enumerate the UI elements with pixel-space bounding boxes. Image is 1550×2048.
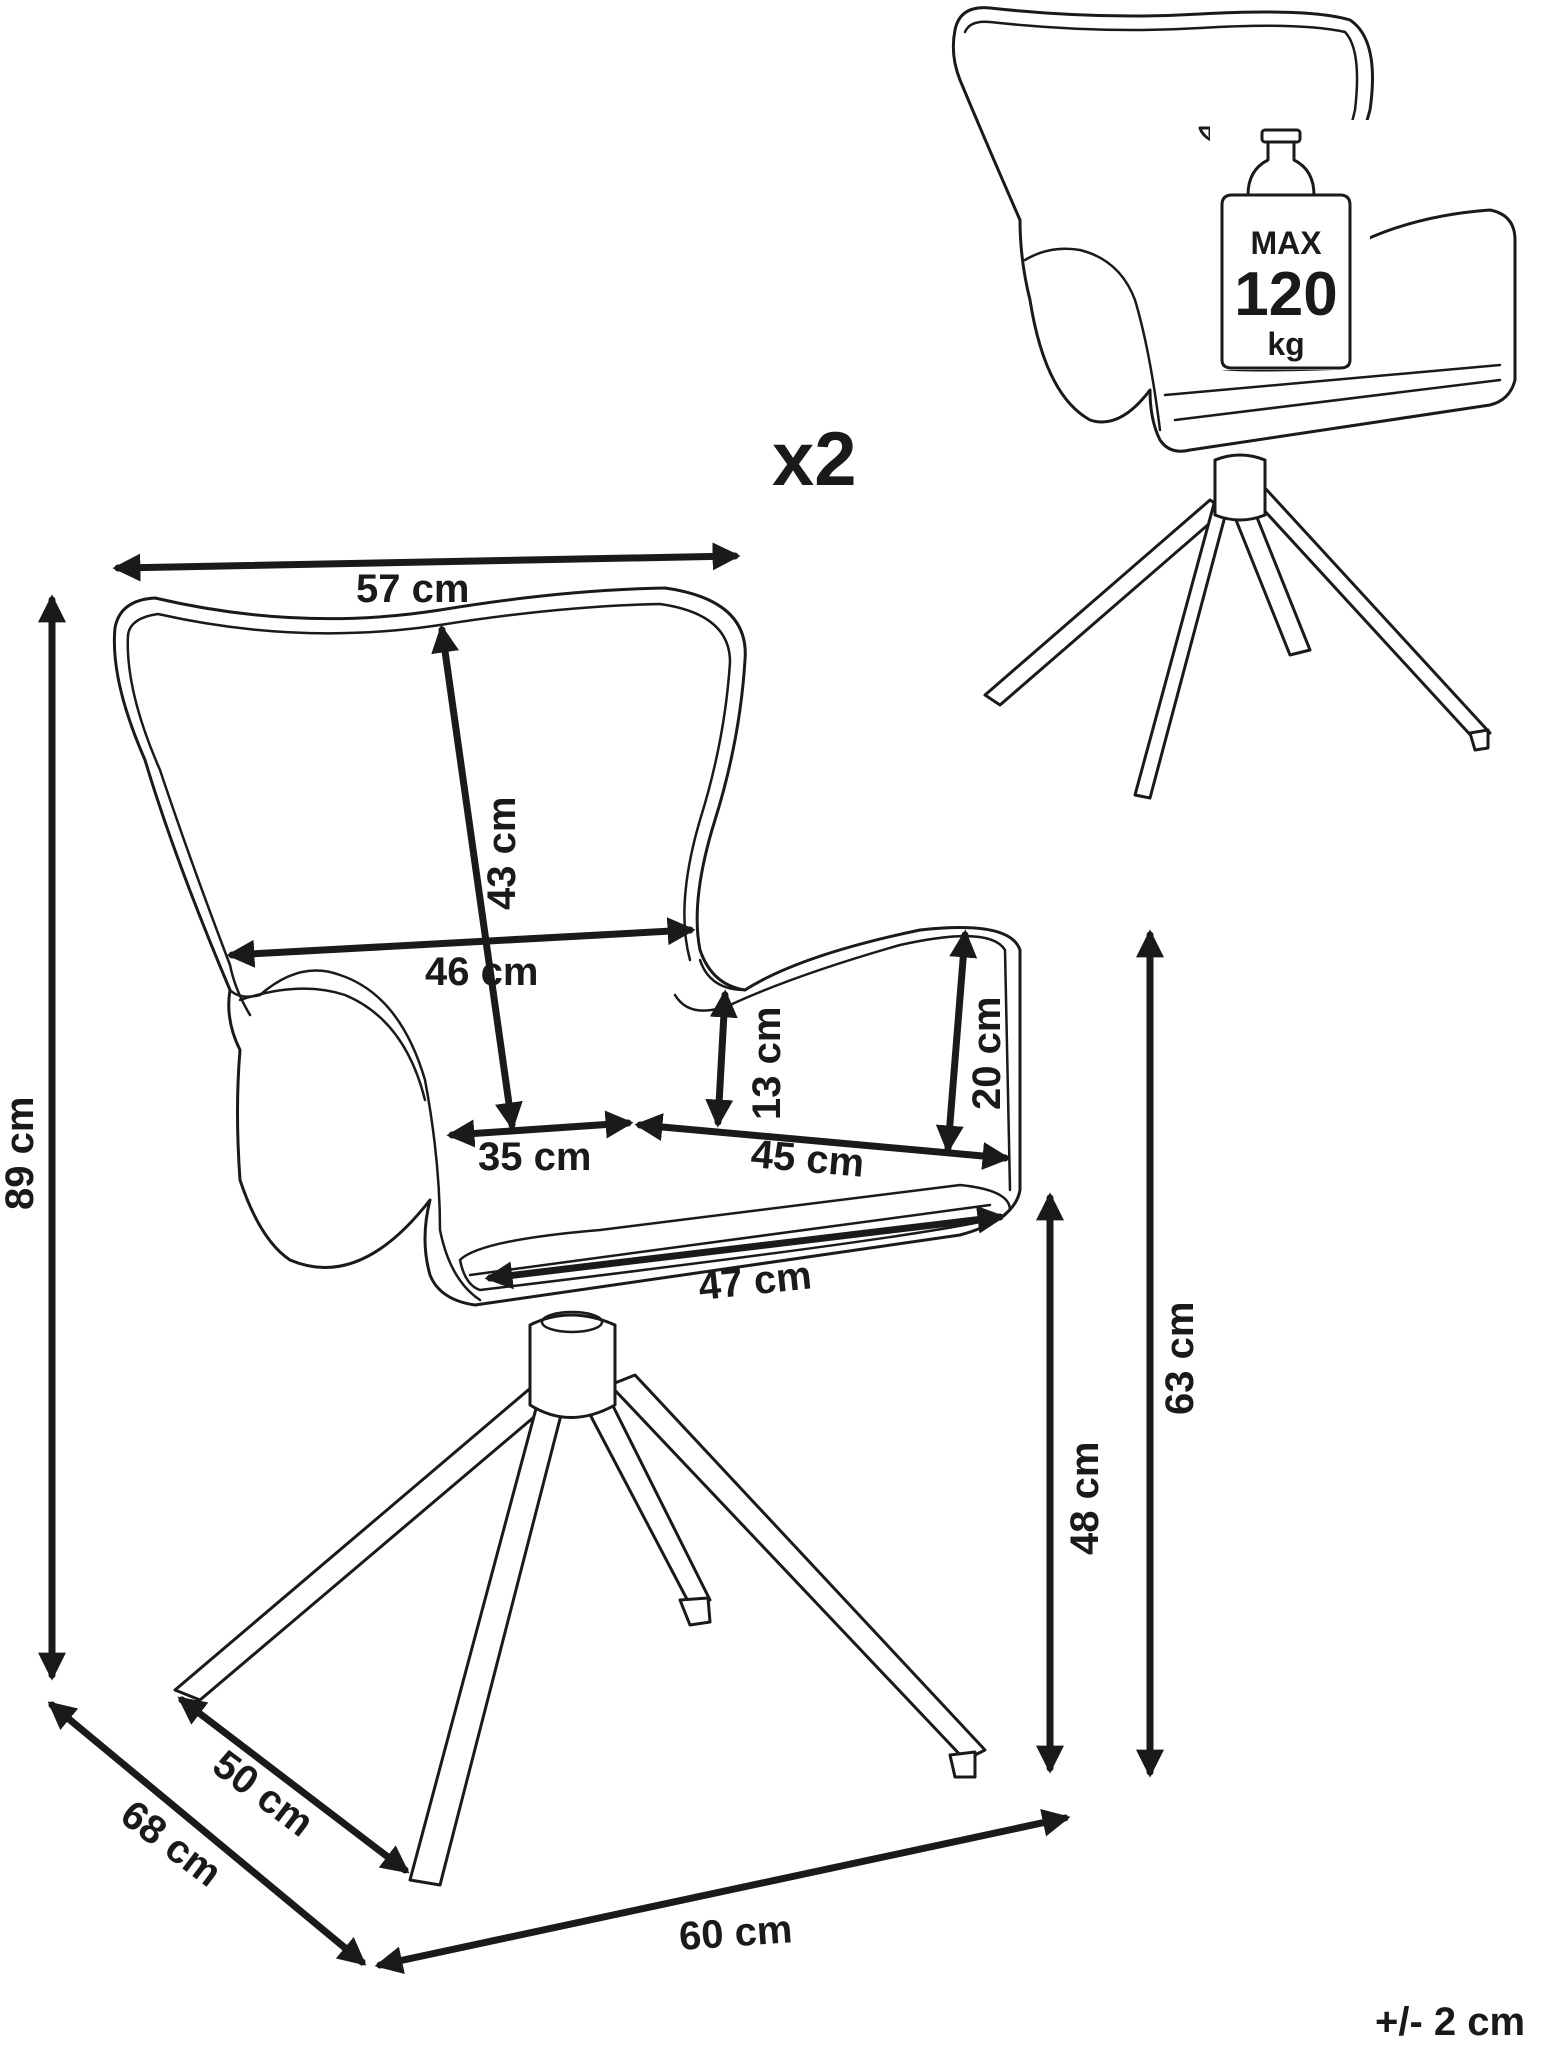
dim-line-total-depth: [47, 1701, 367, 1966]
main-chair-illustration: [112, 586, 1022, 1887]
dim-seat-height: 48 cm: [1063, 1442, 1107, 1555]
dim-line-seat-depth-inner: [446, 1110, 634, 1148]
dim-total-width: 57 cm: [356, 567, 469, 611]
dim-line-armrest-inner: [705, 989, 738, 1128]
dim-armrest-inner: 13 cm: [745, 1007, 789, 1120]
dim-line-backrest-width: [226, 917, 696, 968]
max-load-unit: kg: [1267, 326, 1304, 362]
dim-line-backrest-height: [431, 624, 523, 1131]
dim-line-seat-depth: [634, 1113, 1011, 1170]
dim-line-armrest-outer: [935, 929, 978, 1154]
tolerance-note: +/- 2 cm: [1375, 2000, 1525, 2044]
quantity-label: x2: [772, 417, 857, 502]
dim-armrest-floor: 63 cm: [1158, 1302, 1202, 1415]
dim-backrest-height: 43 cm: [480, 797, 524, 910]
dimension-lines: [38, 542, 1164, 1974]
max-load-value: 120: [1234, 260, 1337, 329]
dim-seat-depth: 45 cm: [749, 1132, 866, 1186]
dim-base-width: 60 cm: [678, 1907, 794, 1959]
reference-chair-illustration: MAX 120 kg: [951, 6, 1517, 800]
dim-line-total-width: [112, 542, 741, 582]
weight-bottle-icon: MAX 120 kg: [1210, 120, 1370, 370]
dim-line-base-width: [374, 1809, 1071, 1974]
dim-armrest-outer: 20 cm: [965, 997, 1009, 1110]
dim-backrest-width: 46 cm: [425, 950, 538, 994]
dim-seat-depth-inner: 35 cm: [478, 1135, 591, 1179]
dim-total-height: 89 cm: [0, 1097, 42, 1210]
dim-line-seat-width: [484, 1205, 1006, 1290]
max-load-prefix: MAX: [1250, 225, 1322, 261]
